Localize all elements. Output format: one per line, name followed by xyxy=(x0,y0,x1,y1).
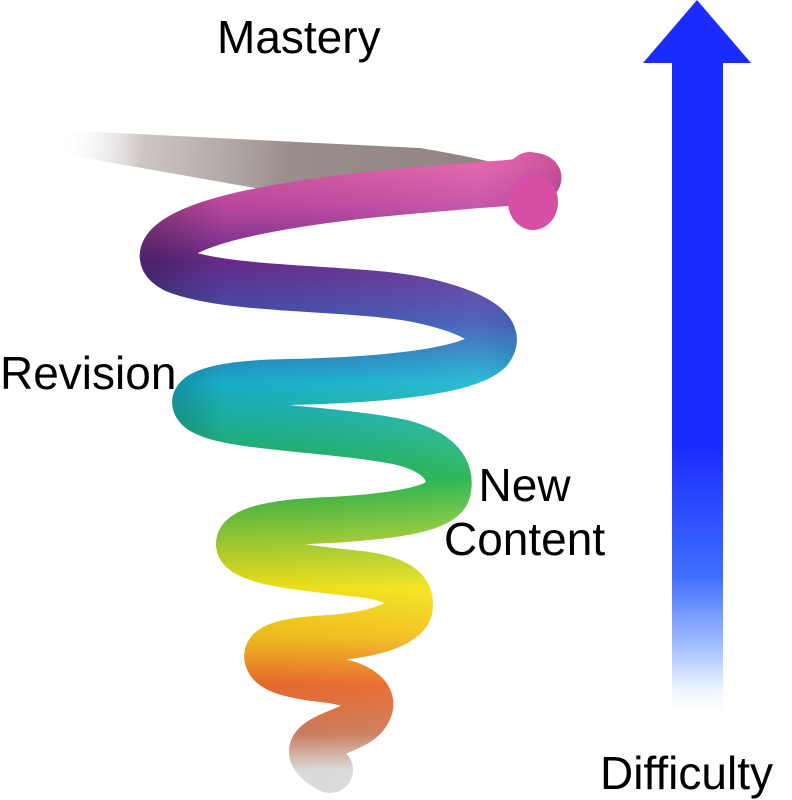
label-new-content: New Content xyxy=(444,458,605,567)
spiral-shading xyxy=(139,152,562,793)
label-difficulty: Difficulty xyxy=(600,747,773,799)
label-revision: Revision xyxy=(0,347,177,399)
label-new-content-line2: Content xyxy=(444,513,606,566)
difficulty-arrow xyxy=(643,0,751,720)
spiral-top-cap xyxy=(508,174,558,230)
label-new-content-line1: New xyxy=(478,459,571,511)
label-mastery: Mastery xyxy=(217,11,381,63)
